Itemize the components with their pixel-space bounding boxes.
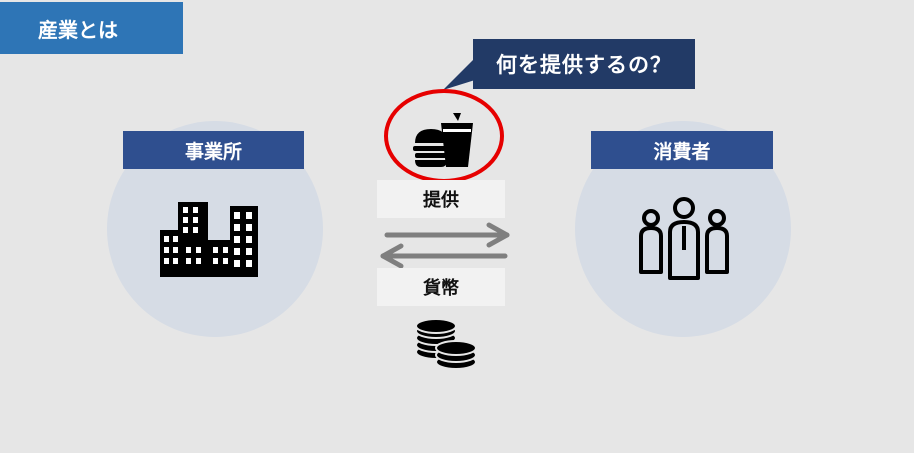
buildings-icon bbox=[160, 202, 258, 277]
consumer-label: 消費者 bbox=[591, 131, 773, 169]
people-group-icon bbox=[639, 197, 729, 280]
provide-label: 提供 bbox=[377, 180, 505, 218]
question-callout: 何を提供するの？ bbox=[473, 39, 695, 89]
business-label: 事業所 bbox=[123, 131, 304, 169]
currency-label: 貨幣 bbox=[377, 268, 505, 306]
fast-food-icon bbox=[413, 113, 473, 167]
exchange-arrows bbox=[380, 222, 510, 269]
page-title: 産業とは bbox=[0, 2, 183, 54]
coins-icon bbox=[415, 318, 477, 370]
callout-tail bbox=[443, 58, 475, 90]
